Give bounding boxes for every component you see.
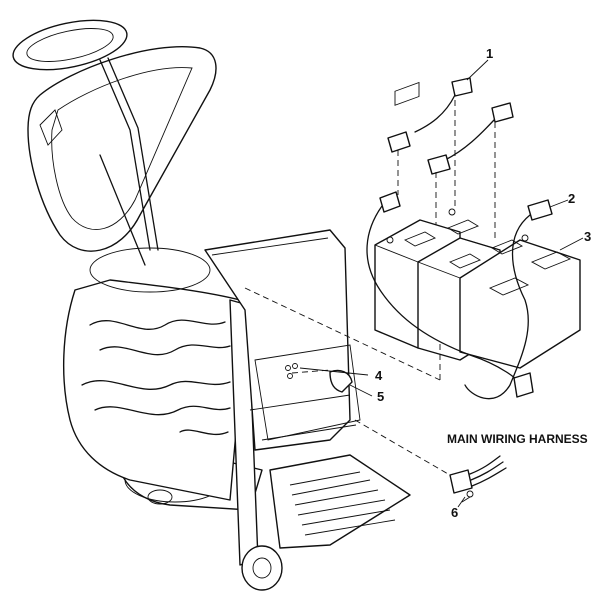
caster [147,489,173,505]
foot-platform-grip [289,471,396,536]
jumper-connector-top [451,77,473,97]
foot-platform [269,454,411,549]
callout-1: 1 [486,46,493,61]
battery-pack [374,81,581,369]
jumper-cable-2 [444,119,495,161]
callout-5: 5 [377,389,384,404]
callout-leader-5 [349,384,373,397]
harness-wire-1 [469,455,501,475]
bolt-4 [285,365,291,371]
jumper-connector-lower [427,154,451,175]
jumper-cable-1 [414,94,456,133]
steering-column [99,59,151,251]
battery-tray [249,394,357,441]
terminal-post [521,234,529,242]
battery-3 [459,239,581,369]
cell-cap-3 [448,253,482,269]
tank-rim [211,237,329,256]
harness-wire-2 [470,461,504,481]
bolt-4b [292,363,298,369]
callout-3: 3 [584,229,591,244]
seat-lid-inner [51,67,193,230]
callout-leader-4 [299,367,369,376]
seat-vent [39,109,63,146]
wave-decal-3 [81,380,231,390]
callout-leader-1 [466,59,489,81]
cell-cap-6 [530,251,572,270]
battery-well [254,344,361,441]
negative-battery-cable [464,214,531,400]
callout-6: 6 [451,505,458,520]
harness-wire-3 [471,467,507,487]
tank-opening [89,247,211,293]
main-plug [513,372,534,398]
cell-cap-4 [490,239,524,255]
cell-cap-5 [488,277,530,296]
wave-decal-1 [89,319,226,330]
battery-cap [394,81,420,106]
bolt-4c [287,373,293,379]
harness-plug [449,469,473,494]
battery-cable-lug [379,191,401,213]
steering-wheel-inner [26,28,114,62]
jumper-connector-right [491,102,514,123]
leader-dash-1 [244,287,441,381]
jumper-connector-left [387,131,411,153]
cable-connector-2 [527,199,553,221]
steering-column-2 [107,57,159,251]
positive-battery-cable [366,205,521,386]
wave-decal-5 [179,429,229,436]
main-wiring-harness [449,455,507,503]
terminal-post [386,236,394,244]
harness-label: MAIN WIRING HARNESS [447,432,588,446]
battery-cables [366,77,553,400]
bracket-5 [329,369,353,393]
callout-2: 2 [568,191,575,206]
screw-shaft [461,496,471,503]
fasteners [285,363,353,393]
terminal-post [448,208,456,216]
rear-tank-wall [204,229,351,451]
cell-cap-2 [446,219,480,235]
lid-support-strut [99,154,146,266]
front-wheel [241,545,283,591]
seat-lid [27,46,217,252]
harness-screw [466,490,474,498]
callout-leader-6 [457,496,466,508]
wave-decal-4 [94,405,231,416]
wheel-hub [252,557,272,579]
front-shell [62,279,246,501]
callout-leader-3 [559,237,584,251]
wave-decal-2 [99,344,231,356]
cell-cap-1 [403,231,437,247]
callout-leaders [299,59,584,508]
steering-wheel [12,19,128,71]
callout-4: 4 [375,368,383,383]
floor-scrubber-machine [12,19,411,591]
callout-leader-2 [549,199,569,208]
